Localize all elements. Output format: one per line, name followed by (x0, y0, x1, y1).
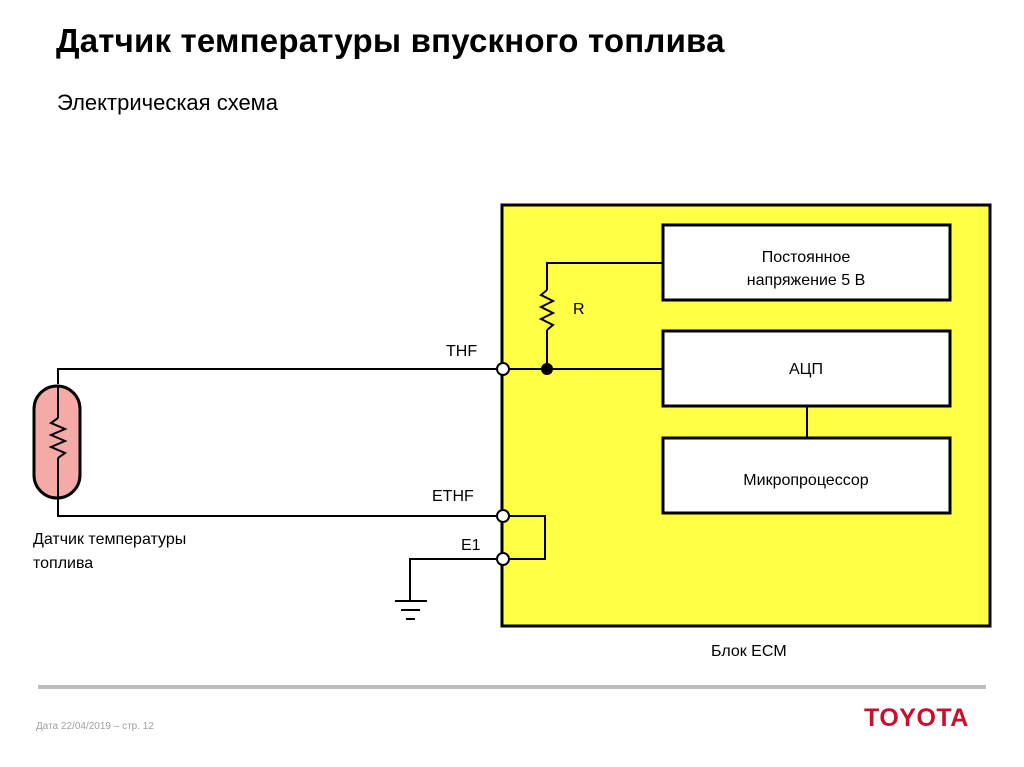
terminal-ethf-label: ETHF (432, 488, 474, 505)
terminal-thf (496, 362, 510, 376)
sensor-label-line2: топлива (33, 555, 93, 572)
terminal-e1 (496, 552, 510, 566)
adc-label: АЦП (789, 361, 823, 378)
slide-subtitle: Электрическая схема (57, 90, 279, 115)
terminal-thf-label: THF (446, 343, 477, 360)
ground-icon (395, 600, 427, 620)
slide-title: Датчик температуры впускного топлива (56, 22, 725, 59)
adc-block (661, 329, 952, 408)
pullup-resistor-icon (538, 289, 556, 331)
junction-dot-icon (541, 363, 553, 375)
voltage-block-line1: Постоянное (762, 249, 851, 266)
thf-external-wire (57, 368, 496, 384)
ethf-external-wire (57, 500, 496, 517)
footer-divider (38, 685, 986, 689)
ecm-label: Блок ECM (711, 643, 787, 660)
toyota-logo: TOYOTA (864, 704, 969, 732)
voltage-block-line2: напряжение 5 В (747, 272, 866, 289)
e1-ground-wire (409, 558, 496, 600)
ethf-e1-link (508, 515, 546, 560)
footer-date-page: Дата 22/04/2019 – стр. 12 (36, 721, 154, 732)
terminal-e1-label: E1 (461, 537, 481, 554)
resistor-label: R (573, 301, 585, 318)
terminal-ethf (496, 509, 510, 523)
pullup-wire (546, 262, 663, 290)
sensor-label-line1: Датчик температуры (33, 531, 186, 548)
thermistor-icon (48, 417, 68, 459)
cpu-label: Микропроцессор (743, 472, 868, 489)
